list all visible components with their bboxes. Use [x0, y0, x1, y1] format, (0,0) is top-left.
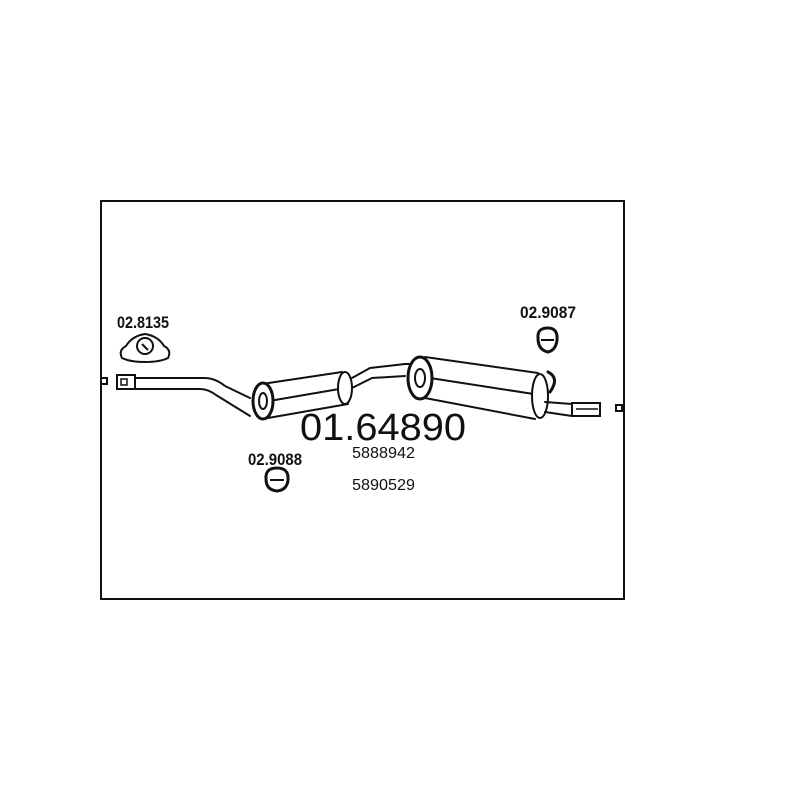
accessory-code-bracket: 02.8135 [117, 313, 169, 332]
diagram-frame [100, 200, 625, 600]
oem-number: 5888942 [352, 445, 415, 462]
part-number: 01.64890 [300, 407, 466, 449]
rear-muffler [406, 355, 556, 420]
rear-connection-marker [615, 404, 623, 412]
connecting-pipe [351, 363, 413, 389]
rubber-hanger-icon [536, 326, 559, 354]
accessory-code-middle-hanger: 02.9088 [248, 450, 302, 469]
front-pipe [116, 374, 251, 417]
accessory-code-rear-hanger: 02.9087 [520, 303, 576, 322]
oem-number: 5890529 [352, 477, 415, 494]
tail-pipe [544, 401, 601, 417]
bracket-icon [119, 332, 171, 364]
rubber-hanger-icon [264, 466, 290, 493]
middle-muffler [251, 371, 353, 421]
front-connection-marker [100, 377, 108, 385]
